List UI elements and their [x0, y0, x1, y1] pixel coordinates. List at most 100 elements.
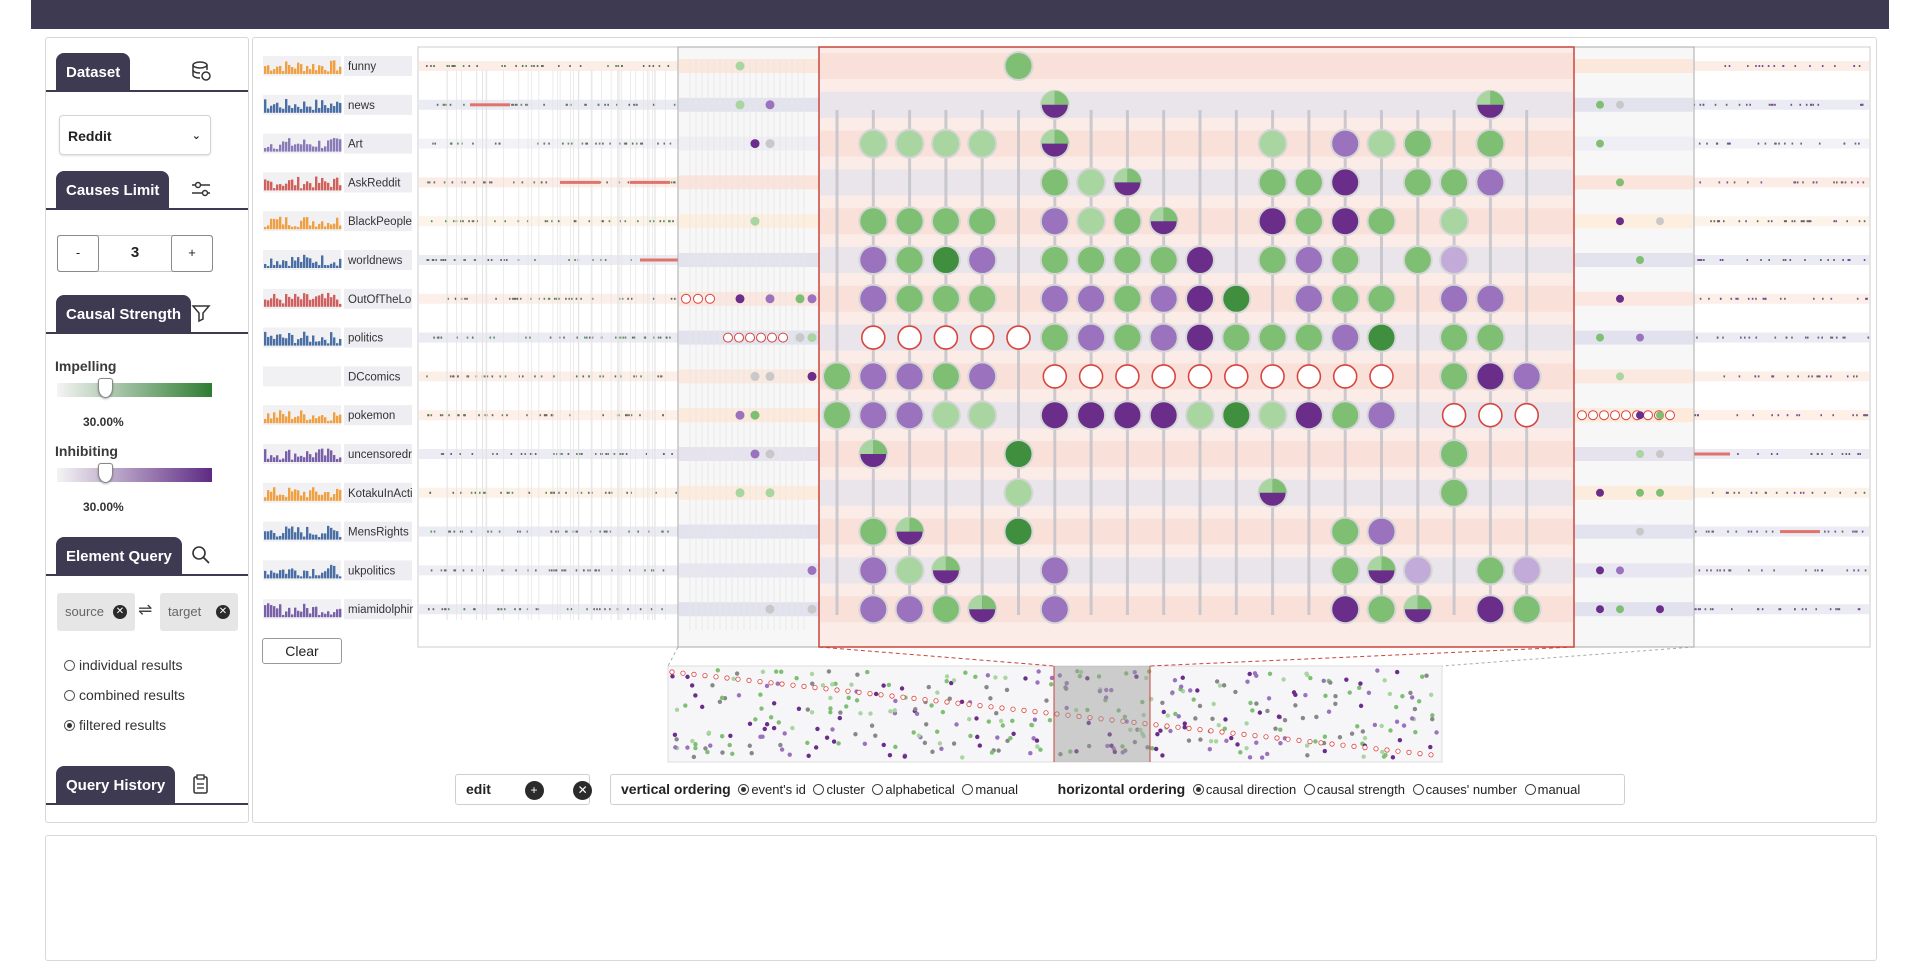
timeline-tick [484, 414, 487, 417]
sparkline-bar [324, 181, 327, 191]
radio-dot-selected[interactable] [738, 784, 750, 795]
source-input[interactable]: source ✕ [57, 593, 135, 631]
sliders-icon[interactable] [190, 178, 212, 200]
timeline-tick [566, 103, 568, 106]
horizontal-option-manual[interactable]: manual [1521, 782, 1580, 797]
timeline-tick [605, 530, 607, 533]
vertical-option-manual[interactable]: manual [958, 782, 1018, 797]
dataset-select[interactable]: Reddit ⌄ [59, 115, 211, 155]
timeline-tick [530, 297, 532, 300]
timeline-tick [471, 569, 473, 572]
clear-target-icon[interactable]: ✕ [216, 605, 230, 619]
context-event-dot [765, 449, 775, 459]
minimap-dot [1259, 755, 1265, 760]
causes-limit-value[interactable]: 3 [130, 244, 140, 261]
radio-dot[interactable] [962, 784, 974, 795]
sparkline-bar [291, 256, 294, 268]
event-node [1293, 167, 1324, 198]
radio-dot-selected[interactable] [64, 720, 75, 731]
minimap-dot [881, 742, 886, 748]
inhibiting-slider-handle[interactable] [98, 463, 113, 483]
causes-limit-stepper[interactable]: - 3 + [57, 235, 213, 272]
timeline-tick [1816, 453, 1819, 455]
radio-individual-results[interactable]: individual results [64, 657, 183, 673]
sparkline-bar [318, 341, 321, 346]
timeline-tick [1749, 103, 1751, 106]
minimap-cause-ring [999, 705, 1005, 711]
swap-icon[interactable]: ⇌ [138, 600, 153, 619]
timeline-tick [1784, 142, 1786, 145]
timeline-tick [526, 530, 529, 533]
sparkline-bar [339, 489, 342, 501]
vertical-option-event-id[interactable]: event's id [734, 782, 806, 797]
radio-dot[interactable] [64, 690, 75, 701]
radio-dot[interactable] [1303, 784, 1315, 795]
radio-filtered-results[interactable]: filtered results [64, 717, 166, 733]
database-icon[interactable] [190, 60, 212, 82]
context-event-dot [1636, 527, 1644, 536]
sparkline-bar [291, 419, 294, 424]
minimap-cause-ring [1307, 738, 1313, 745]
timeline-tick [1791, 336, 1793, 339]
minimap-dot [1188, 688, 1193, 693]
timeline-tick [606, 181, 608, 184]
sparkline-bar [312, 146, 315, 152]
decrement-button[interactable]: - [57, 235, 99, 272]
clipboard-icon[interactable] [190, 773, 212, 795]
radio-dot[interactable] [813, 784, 825, 795]
timeline-tick [584, 336, 586, 339]
timeline-tick [1861, 530, 1864, 533]
minimap-dot [1223, 717, 1228, 722]
radio-dot-selected[interactable] [1192, 784, 1204, 795]
timeline-tick [510, 453, 513, 455]
row-label: miamidolphir [348, 604, 413, 616]
sparkline-bar [336, 488, 339, 501]
clear-button[interactable]: Clear [262, 638, 342, 664]
event-node [1003, 477, 1034, 508]
vertical-option-cluster[interactable]: cluster [809, 782, 865, 797]
cause-ring [1115, 364, 1140, 389]
timeline-tick [1855, 530, 1858, 533]
vertical-option-alphabetical[interactable]: alphabetical [868, 782, 955, 797]
radio-combined-results[interactable]: combined results [64, 687, 185, 703]
timeline-tick [1733, 491, 1736, 494]
target-input[interactable]: target ✕ [160, 593, 238, 631]
minimap-dot [1057, 673, 1062, 678]
context-cause-ring [693, 293, 703, 304]
sparkline-bar [315, 418, 318, 424]
impelling-slider[interactable] [57, 378, 212, 398]
horizontal-option-causal-strength[interactable]: causal strength [1300, 782, 1405, 797]
pie-slice [1040, 90, 1055, 105]
timeline-tick [1721, 259, 1724, 261]
sparkline-bar [273, 338, 276, 346]
timeline-tick [529, 336, 531, 339]
sparkline-bar [327, 568, 330, 579]
radio-dot[interactable] [1524, 784, 1536, 795]
minimap-dot [944, 674, 950, 679]
inhibiting-slider[interactable] [57, 463, 212, 483]
radio-dot[interactable] [872, 784, 884, 795]
search-icon[interactable] [190, 544, 212, 566]
timeline-tick [1694, 414, 1697, 417]
add-icon[interactable]: + [524, 781, 544, 801]
minimap-dot [1034, 738, 1040, 743]
sparkline-bar [324, 146, 327, 152]
radio-dot[interactable] [64, 660, 75, 671]
impelling-slider-handle[interactable] [98, 378, 113, 398]
sparkline-bar [318, 449, 321, 462]
filter-icon[interactable] [190, 302, 212, 324]
event-node [1293, 322, 1324, 353]
increment-button[interactable]: + [171, 235, 213, 272]
timeline-tick [454, 297, 457, 300]
horizontal-option-causes-number[interactable]: causes' number [1409, 782, 1517, 797]
minimap-dot [935, 690, 940, 695]
horizontal-option-causal-direction[interactable]: causal direction [1189, 782, 1296, 797]
radio-dot[interactable] [1412, 784, 1424, 795]
delete-icon[interactable]: ✕ [573, 781, 593, 801]
sparkline-bar [339, 66, 342, 74]
timeline-tick [619, 336, 622, 339]
inhibiting-value: 30.00% [83, 500, 124, 514]
clear-source-icon[interactable]: ✕ [113, 605, 127, 619]
minimap-dot [1221, 683, 1227, 688]
timeline-tick [440, 336, 443, 339]
